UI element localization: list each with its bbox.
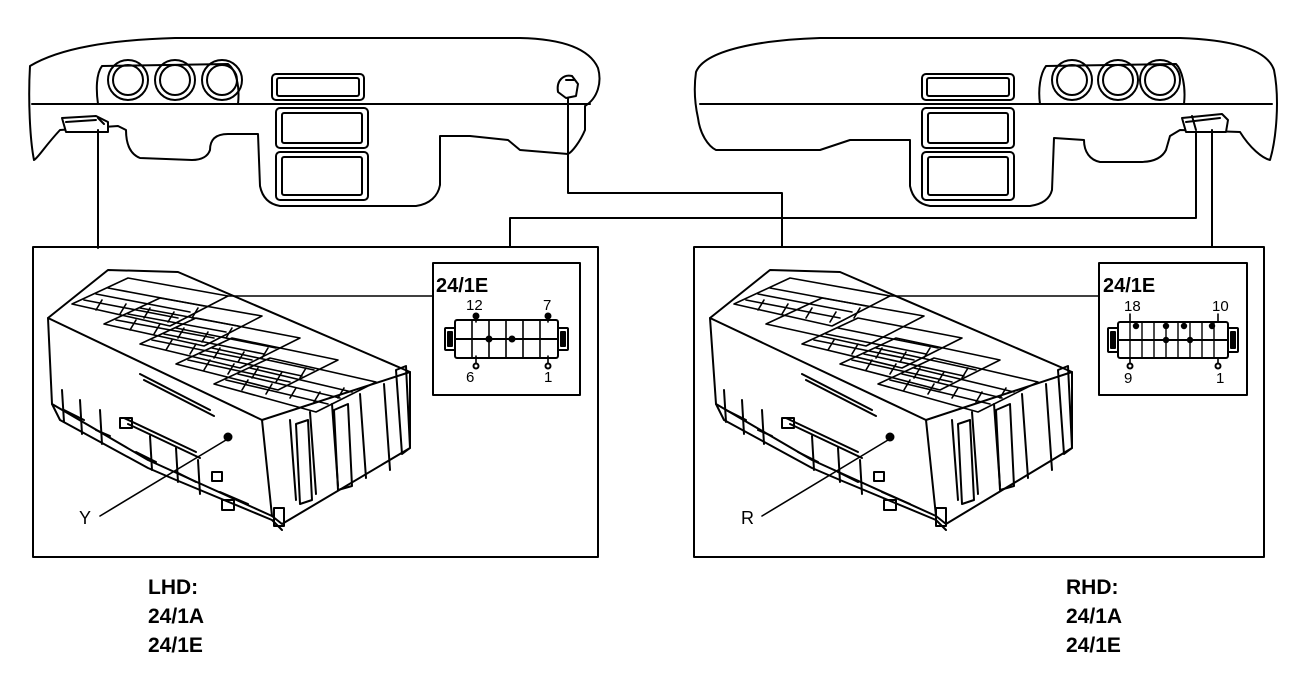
lhd-connector-inset xyxy=(227,262,581,396)
rhd-component-callout: R xyxy=(741,508,754,528)
connecting-wires xyxy=(97,97,1213,249)
rhd-callout-leader xyxy=(761,439,889,517)
lhd-callout-leader xyxy=(99,439,227,517)
rhd-connector-inset xyxy=(889,262,1248,396)
lhd-pin-label-bottom-left: 6 xyxy=(466,369,475,386)
rhd-central-electronic-module xyxy=(709,269,1073,531)
rhd-connector-title: 24/1E xyxy=(1103,275,1156,297)
lhd-caption-line-3: 24/1E xyxy=(148,634,203,657)
lhd-pin-label-top-left: 12 xyxy=(466,297,483,314)
lhd-caption-line-1: LHD: xyxy=(148,576,199,599)
rhd-caption-line-1: RHD: xyxy=(1066,576,1119,599)
rhd-dashboard xyxy=(693,37,1278,207)
rhd-pin-label-top-left: 18 xyxy=(1124,298,1141,315)
rhd-pin-label-top-right: 10 xyxy=(1212,298,1229,315)
lhd-caption: LHD: 24/1A 24/1E xyxy=(148,573,204,660)
rhd-panel-frame xyxy=(693,246,1265,558)
rhd-pin-label-bottom-left: 9 xyxy=(1124,370,1133,387)
lhd-panel-frame xyxy=(32,246,599,558)
rhd-caption-line-2: 24/1A xyxy=(1066,605,1123,628)
lhd-component-callout: Y xyxy=(79,508,92,528)
lhd-central-electronic-module xyxy=(47,269,411,531)
lhd-pin-label-top-right: 7 xyxy=(543,297,552,314)
rhd-caption: RHD: 24/1A 24/1E xyxy=(1066,573,1122,660)
lhd-dashboard xyxy=(28,37,601,207)
rhd-caption-line-3: 24/1E xyxy=(1066,634,1121,657)
lhd-connector-title: 24/1E xyxy=(436,275,489,297)
rhd-pin-label-bottom-right: 1 xyxy=(1216,370,1225,387)
lhd-pin-label-bottom-right: 1 xyxy=(544,369,553,386)
lhd-caption-line-2: 24/1A xyxy=(148,605,205,628)
